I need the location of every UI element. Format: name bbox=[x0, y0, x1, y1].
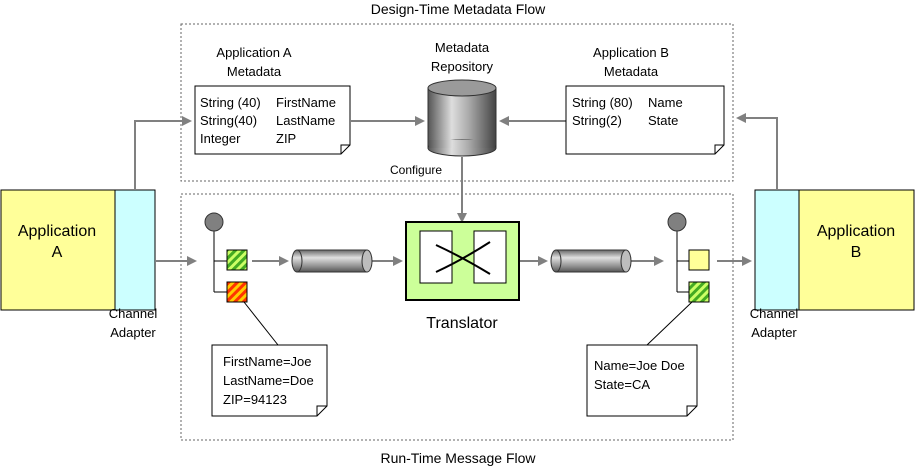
translator-label: Translator bbox=[426, 315, 498, 332]
message-b-line-1: State=CA bbox=[594, 377, 650, 392]
message-a-icon bbox=[204, 212, 248, 303]
app-a-metadata-note: String (40) FirstName String(40) LastNam… bbox=[194, 85, 351, 155]
app-b-meta-type-1: String(2) bbox=[572, 113, 622, 128]
app-a-meta-type-2: Integer bbox=[200, 131, 241, 146]
message-b-field-yellow bbox=[688, 249, 710, 271]
app-a-meta-field-1: LastName bbox=[276, 113, 335, 128]
message-a-callout-line bbox=[243, 301, 279, 346]
message-b-field-green bbox=[688, 281, 710, 303]
application-a-label-line2: A bbox=[52, 244, 63, 261]
message-a-line-0: FirstName=Joe bbox=[223, 354, 312, 369]
channel-adapter-b-label-line1: Channel bbox=[750, 306, 799, 321]
channel-adapter-a bbox=[114, 189, 156, 311]
message-b-note: Name=Joe Doe State=CA bbox=[586, 344, 698, 417]
repository-title-line1: Metadata bbox=[435, 40, 490, 55]
channel-adapter-a-label-line2: Adapter bbox=[110, 325, 156, 340]
metadata-repository-cylinder-icon bbox=[427, 79, 497, 157]
app-a-metadata-title-line2: Metadata bbox=[227, 64, 282, 79]
app-b-metadata-title-line1: Application B bbox=[593, 45, 669, 60]
run-time-region bbox=[180, 193, 734, 441]
application-b: Application B bbox=[798, 189, 915, 311]
application-a-label-line1: Application bbox=[18, 223, 96, 240]
app-a-metadata-title-line1: Application A bbox=[216, 45, 291, 60]
arrow-adapter-b-to-metadata bbox=[736, 113, 778, 190]
configure-label: Configure bbox=[390, 163, 442, 177]
message-a-line-2: ZIP=94123 bbox=[223, 392, 287, 407]
app-a-meta-type-0: String (40) bbox=[200, 95, 261, 110]
design-time-title: Design-Time Metadata Flow bbox=[371, 1, 546, 17]
app-b-metadata-note: String (80) Name String(2) State bbox=[565, 85, 725, 155]
design-time-region bbox=[180, 23, 734, 182]
run-time-title: Run-Time Message Flow bbox=[380, 450, 536, 466]
message-b-icon bbox=[667, 212, 710, 303]
application-a: Application A bbox=[0, 189, 116, 311]
app-b-metadata-title-line2: Metadata bbox=[604, 64, 659, 79]
app-b-meta-type-0: String (80) bbox=[572, 95, 633, 110]
app-b-meta-field-1: State bbox=[648, 113, 678, 128]
arrow-adapter-a-to-metadata bbox=[134, 116, 192, 190]
channel-a-pipe-icon bbox=[291, 249, 373, 273]
application-b-label-line1: Application bbox=[817, 223, 895, 240]
channel-adapter-b-label-line2: Adapter bbox=[751, 325, 797, 340]
app-a-meta-field-0: FirstName bbox=[276, 95, 336, 110]
message-a-line-1: LastName=Doe bbox=[223, 373, 314, 388]
channel-adapter-b bbox=[754, 189, 800, 311]
message-a-field-green bbox=[226, 249, 248, 271]
message-a-note: FirstName=Joe LastName=Doe ZIP=94123 bbox=[211, 344, 328, 417]
repository-title-line2: Repository bbox=[431, 59, 494, 74]
app-a-meta-type-1: String(40) bbox=[200, 113, 257, 128]
message-b-line-0: Name=Joe Doe bbox=[594, 358, 685, 373]
channel-adapter-a-label-line1: Channel bbox=[109, 306, 158, 321]
app-b-meta-field-0: Name bbox=[648, 95, 683, 110]
app-a-meta-field-2: ZIP bbox=[276, 131, 296, 146]
application-b-label-line2: B bbox=[851, 244, 862, 261]
message-a-field-red bbox=[226, 281, 248, 303]
message-b-callout-line bbox=[646, 301, 693, 346]
channel-b-pipe-icon bbox=[550, 249, 632, 273]
translator-icon bbox=[405, 221, 520, 301]
